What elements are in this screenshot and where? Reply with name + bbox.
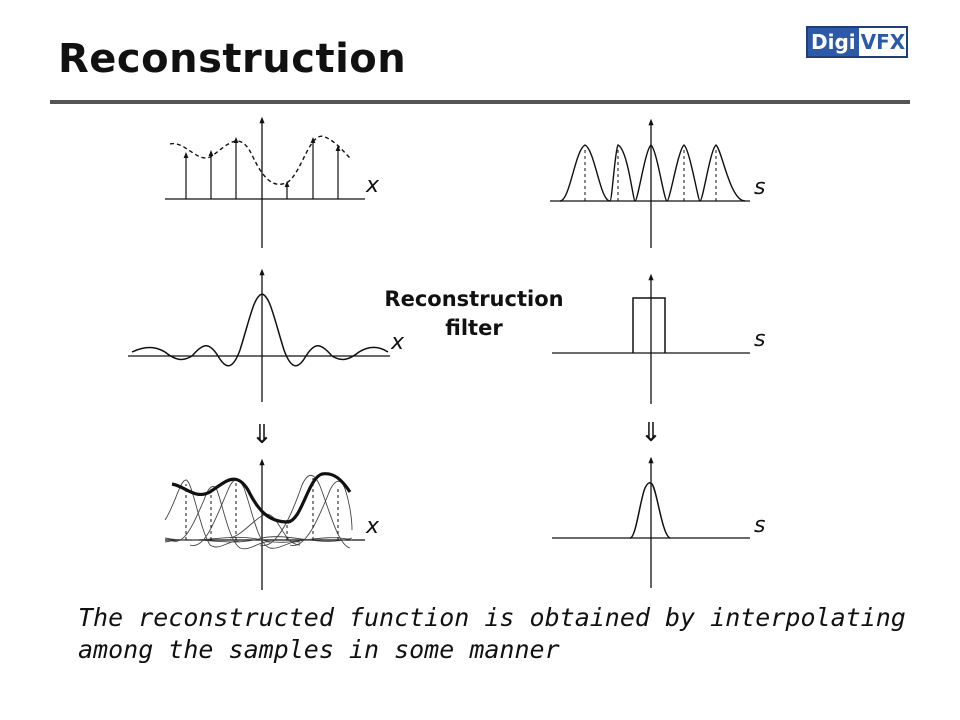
axis-label-x: x <box>365 514 380 539</box>
sampled-signal-panel: x <box>165 116 380 248</box>
shifted-sinc-curves <box>164 474 353 550</box>
sampled-spectrum-panel: s <box>550 118 765 248</box>
logo-part-digi: Digi <box>808 28 859 56</box>
caption-line-1: The reconstructed function is obtained b… <box>78 603 906 632</box>
sample-impulses <box>183 137 341 199</box>
axis-label-s: s <box>754 513 765 538</box>
replicated-spectra <box>559 144 746 202</box>
caption-line-2: among the samples in some manner <box>78 635 560 664</box>
dashed-continuous-signal <box>169 135 351 185</box>
down-arrow-icon: ⇓ <box>640 418 662 448</box>
digivfx-logo: Digi VFX <box>806 26 908 58</box>
axis-label-s: s <box>754 327 765 352</box>
box-function <box>632 297 666 353</box>
axis-label-s: s <box>754 175 765 200</box>
reconstructed-signal-panel: x <box>164 458 380 590</box>
down-arrow-icon: ⇓ <box>251 420 273 450</box>
single-spectrum <box>629 482 671 539</box>
filter-label-line2: filter <box>445 316 503 340</box>
slide-caption: The reconstructed function is obtained b… <box>78 602 918 666</box>
sinc-filter-panel: x <box>128 268 405 402</box>
filtered-spectrum-panel: s <box>552 456 765 588</box>
logo-part-vfx: VFX <box>860 30 906 54</box>
axis-label-x: x <box>390 330 405 355</box>
axis-label-x: x <box>365 173 380 198</box>
sinc-curve <box>131 293 389 367</box>
filter-label-line1: Reconstruction <box>384 287 563 311</box>
reconstructed-curve <box>171 472 352 524</box>
title-divider <box>50 100 910 104</box>
slide-title: Reconstruction <box>58 36 407 82</box>
box-filter-panel: s <box>552 273 765 404</box>
